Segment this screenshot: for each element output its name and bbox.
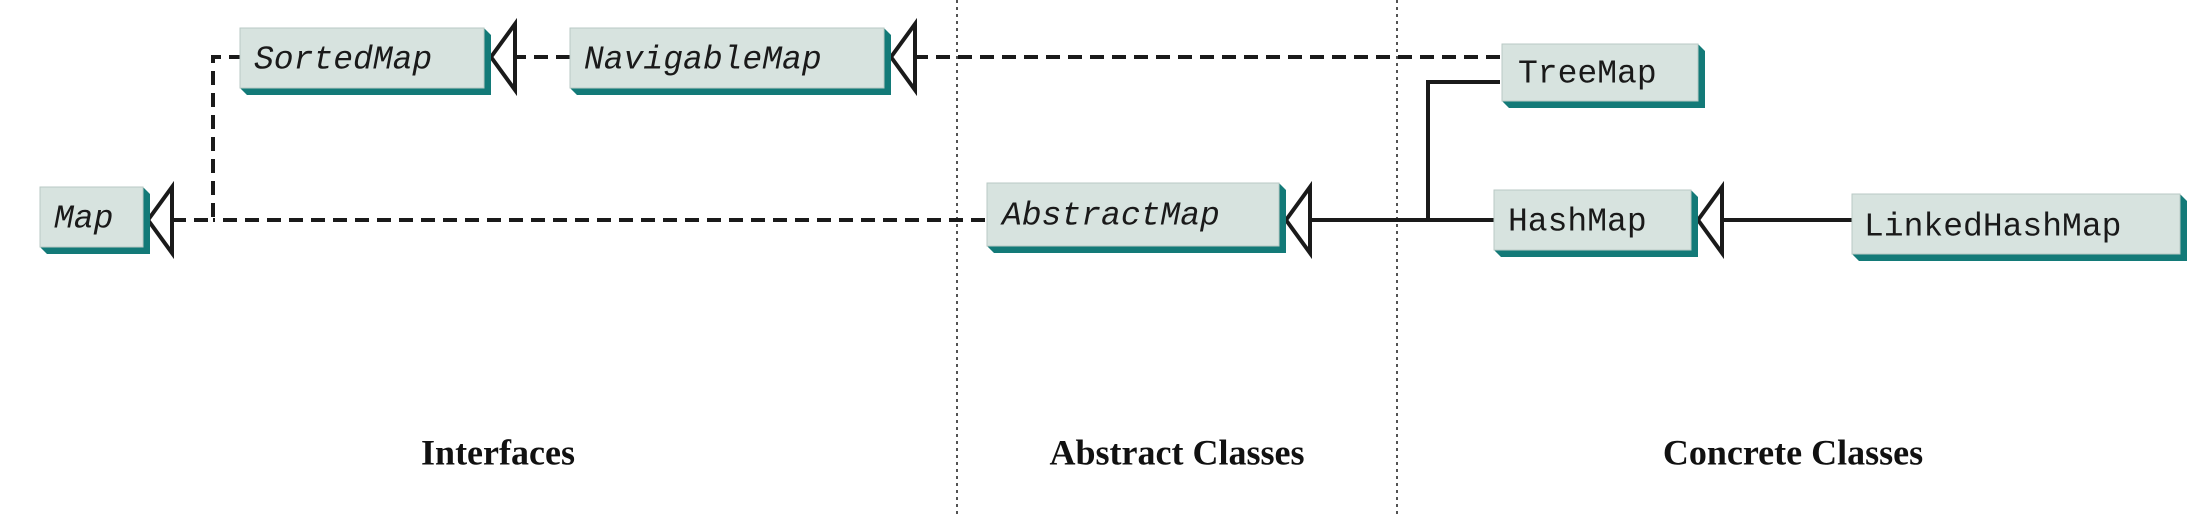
arrowhead-sortedmap bbox=[488, 17, 517, 97]
node-navigable-map[interactable]: NavigableMap bbox=[569, 27, 891, 95]
node-hash-map[interactable]: HashMap bbox=[1493, 189, 1698, 257]
node-hash-map-label: HashMap bbox=[1508, 204, 1647, 241]
arrowhead-hashmap bbox=[1695, 180, 1724, 260]
node-abstract-map-label: AbstractMap bbox=[1000, 198, 1220, 235]
node-sorted-map-label: SortedMap bbox=[254, 42, 432, 79]
node-map[interactable]: Map bbox=[39, 186, 150, 254]
edge-treemap-to-abstractmap bbox=[1426, 80, 1500, 220]
node-linked-hash-map[interactable]: LinkedHashMap bbox=[1851, 193, 2187, 261]
node-tree-map-label: TreeMap bbox=[1518, 56, 1657, 93]
section-label-interfaces: Interfaces bbox=[421, 432, 575, 472]
node-sorted-map[interactable]: SortedMap bbox=[239, 27, 491, 95]
node-tree-map[interactable]: TreeMap bbox=[1501, 43, 1705, 108]
node-map-label: Map bbox=[54, 201, 113, 238]
arrowhead-abstractmap bbox=[1283, 180, 1312, 260]
node-linked-hash-map-label: LinkedHashMap bbox=[1864, 209, 2121, 246]
section-label-concrete-classes: Concrete Classes bbox=[1663, 432, 1923, 472]
node-abstract-map[interactable]: AbstractMap bbox=[986, 182, 1286, 253]
edge-sortedmap-to-map bbox=[172, 55, 243, 222]
node-navigable-map-label: NavigableMap bbox=[584, 42, 822, 79]
arrowhead-map bbox=[145, 180, 174, 260]
arrowhead-navigablemap bbox=[888, 17, 917, 97]
section-label-abstract-classes: Abstract Classes bbox=[1050, 432, 1305, 472]
